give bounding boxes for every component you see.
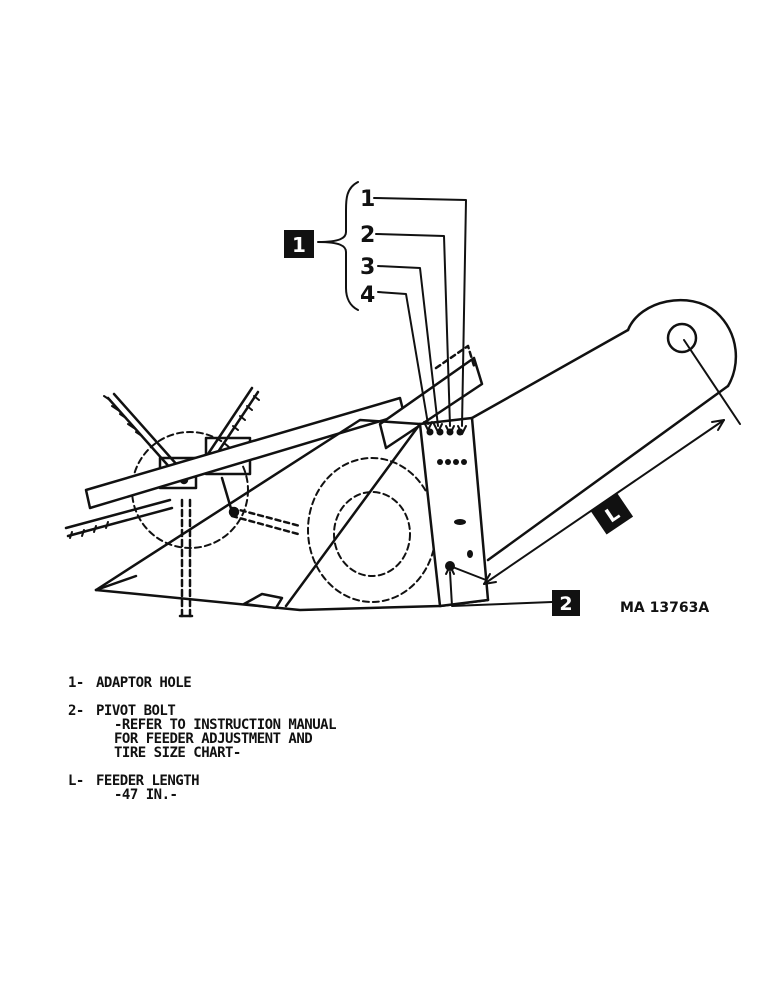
feeder-housing: [470, 298, 738, 562]
callout-l-box: L: [590, 493, 634, 535]
legend-item-adaptor-hole: 1- ADAPTOR HOLE: [68, 676, 336, 690]
legend-key: 2-: [68, 703, 84, 719]
svg-text:1: 1: [360, 187, 375, 212]
callout-1-box: 1: [284, 230, 314, 258]
reel-beam: [84, 344, 484, 510]
legend-title: ADAPTOR HOLE: [96, 675, 192, 691]
legend-title: FEEDER LENGTH: [96, 773, 200, 789]
figure-id-label: MA 13763A: [620, 600, 709, 616]
legend: 1- ADAPTOR HOLE 2- PIVOT BOLT -REFER TO IN…: [68, 676, 337, 816]
feeder-length-dimension: [449, 339, 741, 585]
legend-title: PIVOT BOLT: [96, 703, 176, 719]
callout-2-leader: [445, 565, 553, 607]
legend-item-pivot-bolt: 2- PIVOT BOLT -REFER TO INSTRUCTION MANUA…: [68, 703, 337, 761]
legend-key: L-: [68, 773, 84, 789]
legend-note-line: TIRE SIZE CHART-: [114, 745, 241, 761]
callout-1-leaders: [317, 181, 467, 435]
legend-note-line: -47 IN.-: [114, 787, 178, 803]
svg-text:2: 2: [559, 593, 572, 615]
legend-note-line: FOR FEEDER ADJUSTMENT AND: [114, 731, 313, 747]
svg-text:2: 2: [360, 223, 375, 248]
callout-2-box: 2: [552, 590, 580, 616]
svg-text:4: 4: [360, 283, 375, 308]
legend-key: 1-: [68, 675, 84, 691]
legend-item-feeder-length: L- FEEDER LENGTH -47 IN.-: [68, 774, 336, 802]
tire-outline: [307, 457, 437, 603]
adaptor-plate: [418, 416, 490, 608]
svg-text:3: 3: [360, 255, 375, 280]
callout-bracket-numbers: 1 2 3 4: [360, 187, 375, 308]
svg-text:1: 1: [292, 233, 306, 257]
legend-note-line: -REFER TO INSTRUCTION MANUAL: [114, 717, 337, 733]
